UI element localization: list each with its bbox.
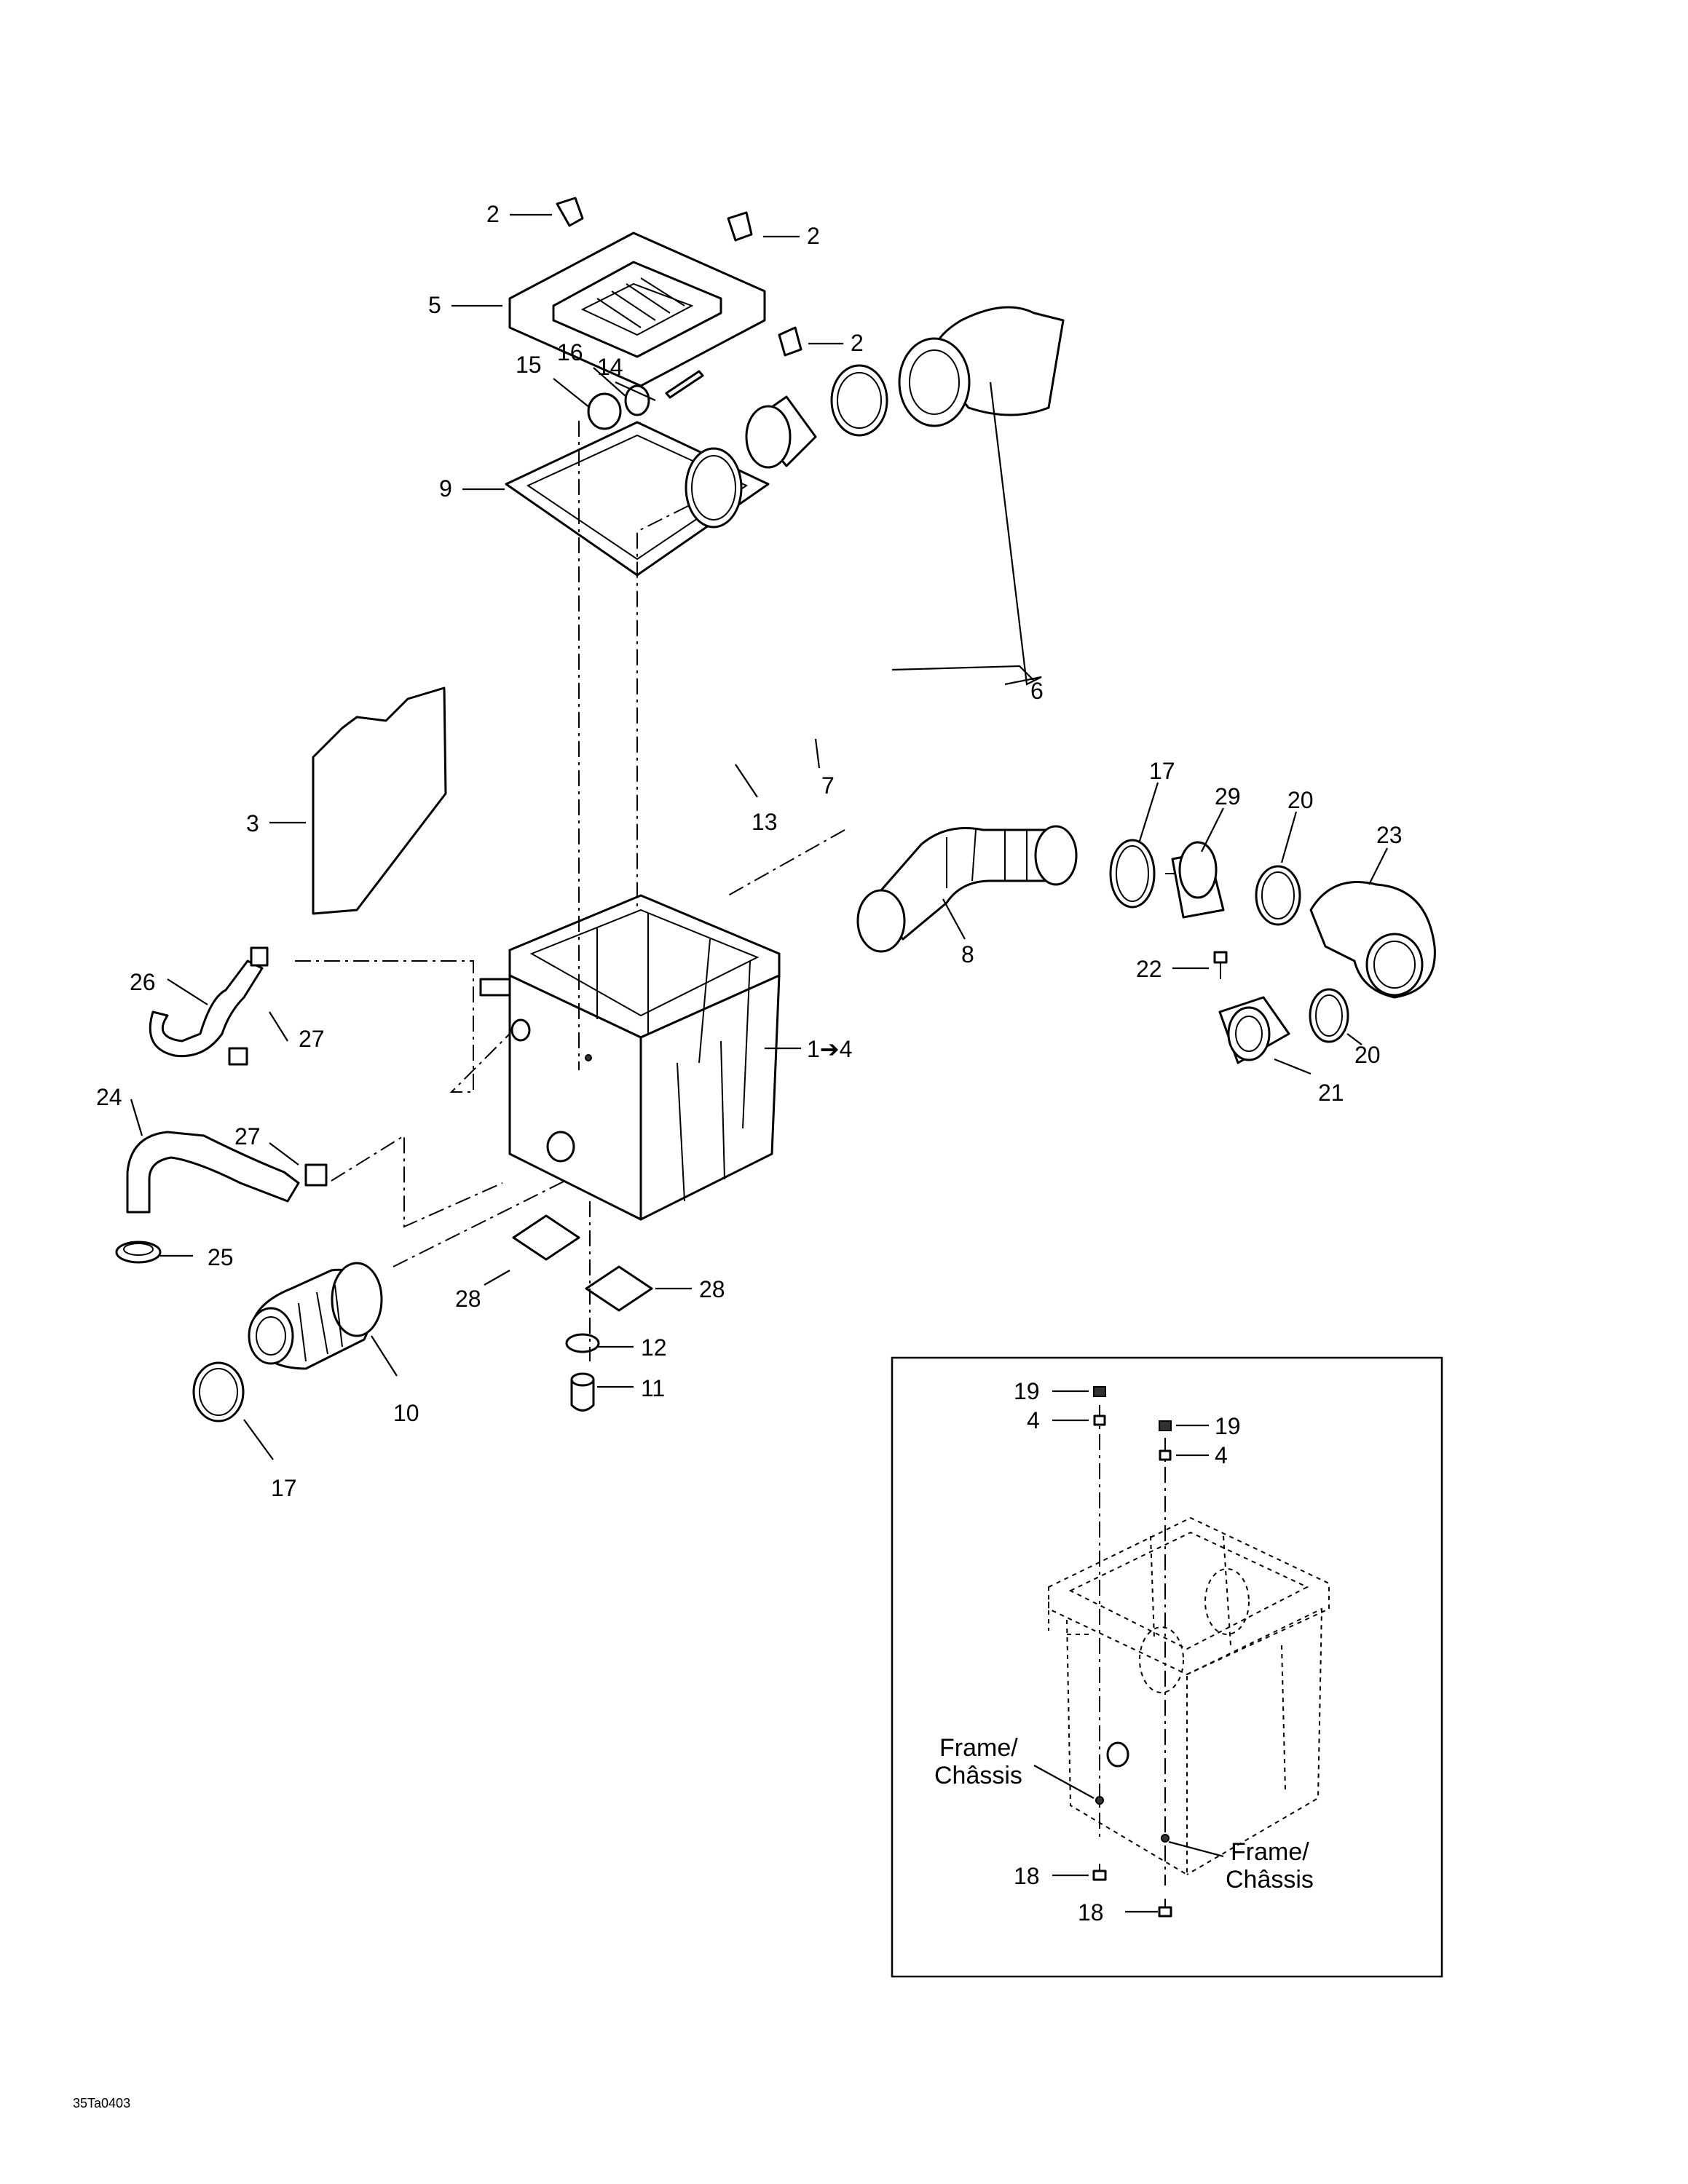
callout-25: 25 — [208, 1244, 234, 1270]
part-22-screw — [1213, 951, 1228, 979]
part-1-airbox — [479, 894, 781, 1221]
callout-24: 24 — [96, 1084, 122, 1110]
inset-callout-18-b: 18 — [1078, 1899, 1104, 1926]
part-14-pin — [665, 370, 704, 399]
callout-17-a: 17 — [1149, 758, 1175, 784]
part-25-clamp — [115, 1241, 162, 1264]
part-5-cover — [508, 232, 766, 387]
inset-callout-4-b: 4 — [1215, 1442, 1228, 1468]
callout-17-b: 17 — [271, 1475, 297, 1501]
leader-lines — [130, 213, 1388, 1460]
part-3-shield — [312, 687, 447, 915]
inset-frame-right-line2: Châssis — [1226, 1866, 1314, 1894]
callout-15: 15 — [516, 352, 542, 378]
callout-27-b: 27 — [234, 1123, 261, 1150]
callout-3: 3 — [246, 810, 259, 836]
callout-7: 7 — [821, 772, 835, 799]
part-8-elbow-hose — [856, 825, 1078, 953]
callout-22: 22 — [1136, 956, 1162, 982]
callout-23: 23 — [1376, 822, 1403, 848]
callout-20-b: 20 — [1354, 1042, 1381, 1068]
part-2-clip-left — [556, 197, 584, 227]
inset-callout-18-a: 18 — [1014, 1863, 1040, 1889]
inset-detail: 19 4 19 4 Frame/ Châssis Frame/ Châssis … — [891, 1356, 1443, 1978]
callout-28-a: 28 — [455, 1286, 481, 1312]
callout-10: 10 — [393, 1400, 419, 1426]
callout-2-b: 2 — [807, 223, 820, 249]
callout-20-a: 20 — [1287, 787, 1314, 813]
callout-9: 9 — [439, 475, 452, 502]
part-6-air-filter — [898, 306, 1065, 427]
inset-callout-19-b: 19 — [1215, 1413, 1241, 1439]
figure-code: 35Ta0403 — [73, 2096, 130, 2110]
part-7-adapter — [745, 395, 817, 469]
callout-1-to-4: 1➔4 — [807, 1036, 852, 1062]
callout-labels: 2 2 2 5 9 14 16 15 6 7 13 3 17 29 20 23 … — [96, 201, 1403, 1501]
callout-12: 12 — [641, 1334, 667, 1361]
part-20-clamp-top — [1255, 865, 1301, 926]
part-10-boot — [248, 1262, 383, 1370]
part-2-clip-right — [727, 211, 753, 242]
part-13-clamp — [685, 447, 743, 529]
inset-frame-left-line1: Frame/ — [939, 1734, 1018, 1762]
callout-5: 5 — [428, 292, 441, 318]
part-17-clamp-lower — [192, 1361, 245, 1423]
part-26-hose — [149, 946, 269, 1066]
part-20-clamp-bottom — [1309, 988, 1349, 1043]
callout-13: 13 — [752, 809, 778, 835]
part-28-pad-right — [585, 1265, 653, 1312]
callout-21: 21 — [1318, 1080, 1344, 1106]
callout-6: 6 — [1030, 678, 1044, 704]
callout-11: 11 — [641, 1375, 665, 1401]
part-13-clamp-upper — [830, 364, 888, 437]
callout-26: 26 — [130, 969, 156, 995]
part-23-elbow — [1309, 881, 1436, 999]
part-28-pad-left — [512, 1214, 580, 1261]
callout-29: 29 — [1215, 783, 1241, 810]
part-21-flange — [1218, 996, 1290, 1064]
part-29-sleeve — [1171, 841, 1225, 919]
part-15-grommet — [587, 392, 622, 430]
assembly-lines — [295, 421, 1176, 1361]
part-16-disc — [624, 384, 650, 416]
inset-frame-left-line2: Châssis — [934, 1762, 1022, 1789]
callout-8: 8 — [961, 941, 974, 968]
callout-16: 16 — [557, 339, 583, 365]
callout-14: 14 — [597, 354, 623, 380]
part-17-clamp-right — [1109, 839, 1156, 909]
part-24-hose — [126, 1131, 328, 1214]
inset-callout-4-a: 4 — [1027, 1407, 1040, 1433]
callout-27-a: 27 — [299, 1026, 325, 1052]
part-12-clip — [565, 1333, 600, 1353]
callout-2-a: 2 — [486, 201, 500, 227]
inset-callout-19-a: 19 — [1014, 1378, 1040, 1404]
part-11-cap — [570, 1372, 595, 1412]
part-2-clip-bottom — [778, 326, 802, 357]
inset-frame-right-line1: Frame/ — [1231, 1838, 1309, 1866]
callout-28-b: 28 — [699, 1276, 725, 1302]
callout-2-c: 2 — [851, 330, 864, 356]
